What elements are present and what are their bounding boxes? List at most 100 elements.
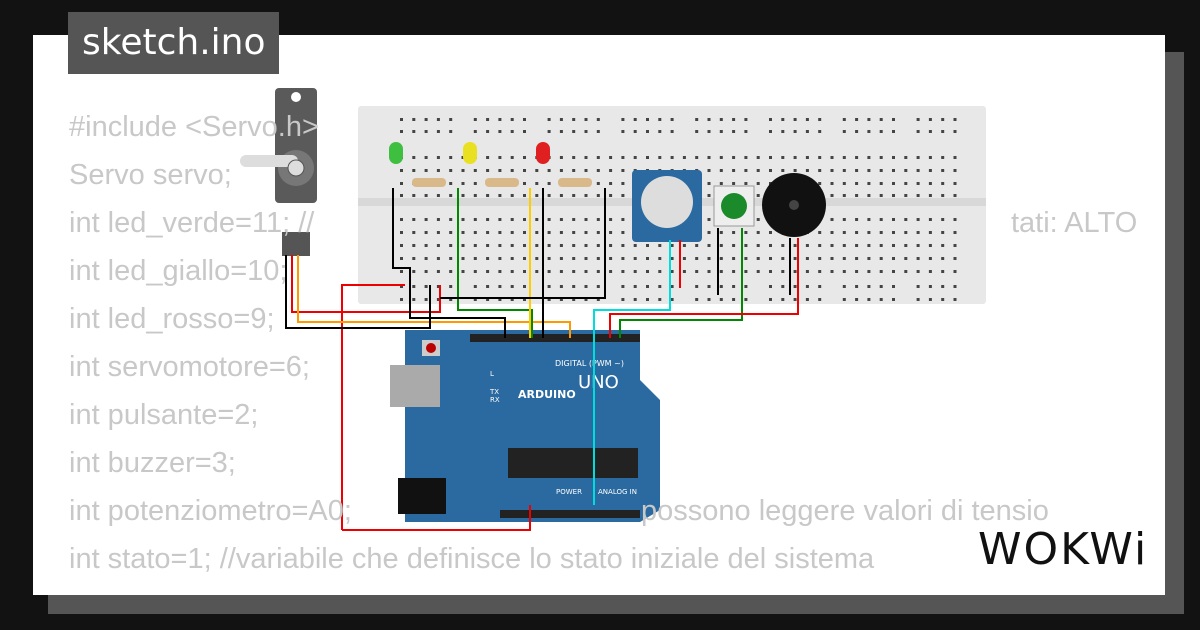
breadboard-hole [535, 231, 539, 234]
breadboard-hole [756, 270, 760, 273]
breadboard-hole [904, 182, 908, 185]
breadboard-hole [818, 257, 822, 260]
breadboard-hole [424, 244, 428, 247]
breadboard-hole [559, 231, 563, 234]
breadboard-hole [941, 244, 945, 247]
breadboard-hole [769, 118, 772, 121]
breadboard-hole [842, 194, 846, 197]
breadboard-hole [805, 298, 809, 301]
breadboard-hole [523, 169, 526, 172]
pushbutton[interactable] [713, 185, 755, 227]
breadboard-hole [572, 130, 576, 133]
breadboard-hole [855, 182, 859, 185]
breadboard-hole [486, 285, 490, 288]
breadboard-hole [584, 298, 588, 301]
breadboard-hole [523, 182, 526, 185]
breadboard-hole [498, 298, 502, 301]
breadboard-hole [793, 244, 797, 247]
breadboard-hole [707, 285, 711, 288]
breadboard-hole [436, 257, 440, 260]
breadboard-hole [621, 130, 625, 133]
breadboard-hole [412, 218, 416, 221]
breadboard-hole [424, 194, 428, 197]
breadboard-hole [498, 244, 502, 247]
breadboard-hole [633, 257, 637, 260]
breadboard-hole [523, 285, 526, 288]
breadboard-hole [928, 156, 932, 159]
breadboard-hole [535, 270, 539, 273]
breadboard-hole [793, 285, 797, 288]
breadboard-hole [621, 298, 625, 301]
breadboard-hole [584, 118, 588, 121]
breadboard-hole [719, 244, 723, 247]
breadboard-hole [609, 231, 613, 234]
breadboard-hole [953, 194, 957, 197]
breadboard-hole [535, 169, 539, 172]
breadboard-hole [486, 270, 490, 273]
breadboard-hole [867, 231, 871, 234]
breadboard-hole [523, 244, 526, 247]
breadboard-hole [682, 270, 686, 273]
breadboard-hole [928, 194, 932, 197]
breadboard-hole [732, 270, 736, 273]
breadboard-hole [818, 244, 822, 247]
breadboard-hole [596, 298, 600, 301]
breadboard-hole [744, 130, 748, 133]
breadboard-hole [400, 298, 403, 301]
breadboard-hole [695, 285, 699, 288]
breadboard-hole [879, 182, 883, 185]
breadboard-hole [941, 169, 945, 172]
breadboard-hole [941, 270, 945, 273]
breadboard-hole [744, 118, 748, 121]
breadboard-hole [695, 298, 699, 301]
breadboard-hole [818, 270, 822, 273]
breadboard-hole [658, 270, 662, 273]
breadboard-hole [941, 218, 945, 221]
breadboard-hole [572, 194, 576, 197]
breadboard-hole [498, 130, 502, 133]
breadboard-hole [805, 118, 809, 121]
breadboard-hole [953, 244, 957, 247]
breadboard-hole [621, 194, 625, 197]
tx-label: TX [489, 388, 499, 396]
breadboard-hole [695, 130, 699, 133]
breadboard-hole [781, 244, 785, 247]
breadboard-hole [523, 218, 526, 221]
breadboard-hole [596, 194, 600, 197]
breadboard-hole [609, 244, 613, 247]
breadboard-hole [695, 257, 699, 260]
breadboard-hole [436, 156, 440, 159]
breadboard-hole [916, 257, 920, 260]
breadboard-hole [879, 285, 883, 288]
breadboard-hole [510, 270, 514, 273]
sketch-title: sketch.ino [68, 12, 280, 74]
breadboard-hole [658, 244, 662, 247]
breadboard-hole [695, 244, 699, 247]
breadboard-hole [523, 130, 526, 133]
breadboard-hole [805, 156, 809, 159]
digital-label: DIGITAL (PWM ~) [555, 359, 624, 368]
breadboard-hole [461, 218, 465, 221]
breadboard-hole [916, 182, 920, 185]
breadboard-hole [633, 298, 637, 301]
breadboard-hole [707, 270, 711, 273]
breadboard-hole [867, 298, 871, 301]
breadboard-hole [436, 169, 440, 172]
buzzer [762, 173, 826, 237]
resistor [412, 178, 446, 187]
breadboard-hole [781, 130, 785, 133]
breadboard-hole [609, 270, 613, 273]
breadboard-hole [584, 156, 588, 159]
breadboard-hole [461, 156, 465, 159]
board-model: UNO [578, 372, 619, 393]
breadboard-hole [732, 130, 736, 133]
breadboard-hole [461, 182, 465, 185]
breadboard-hole [559, 298, 563, 301]
breadboard-hole [584, 218, 588, 221]
breadboard-hole [609, 169, 613, 172]
breadboard-hole [793, 130, 797, 133]
breadboard-hole [842, 182, 846, 185]
breadboard-hole [400, 257, 403, 260]
breadboard-hole [818, 156, 822, 159]
breadboard-hole [486, 118, 490, 121]
